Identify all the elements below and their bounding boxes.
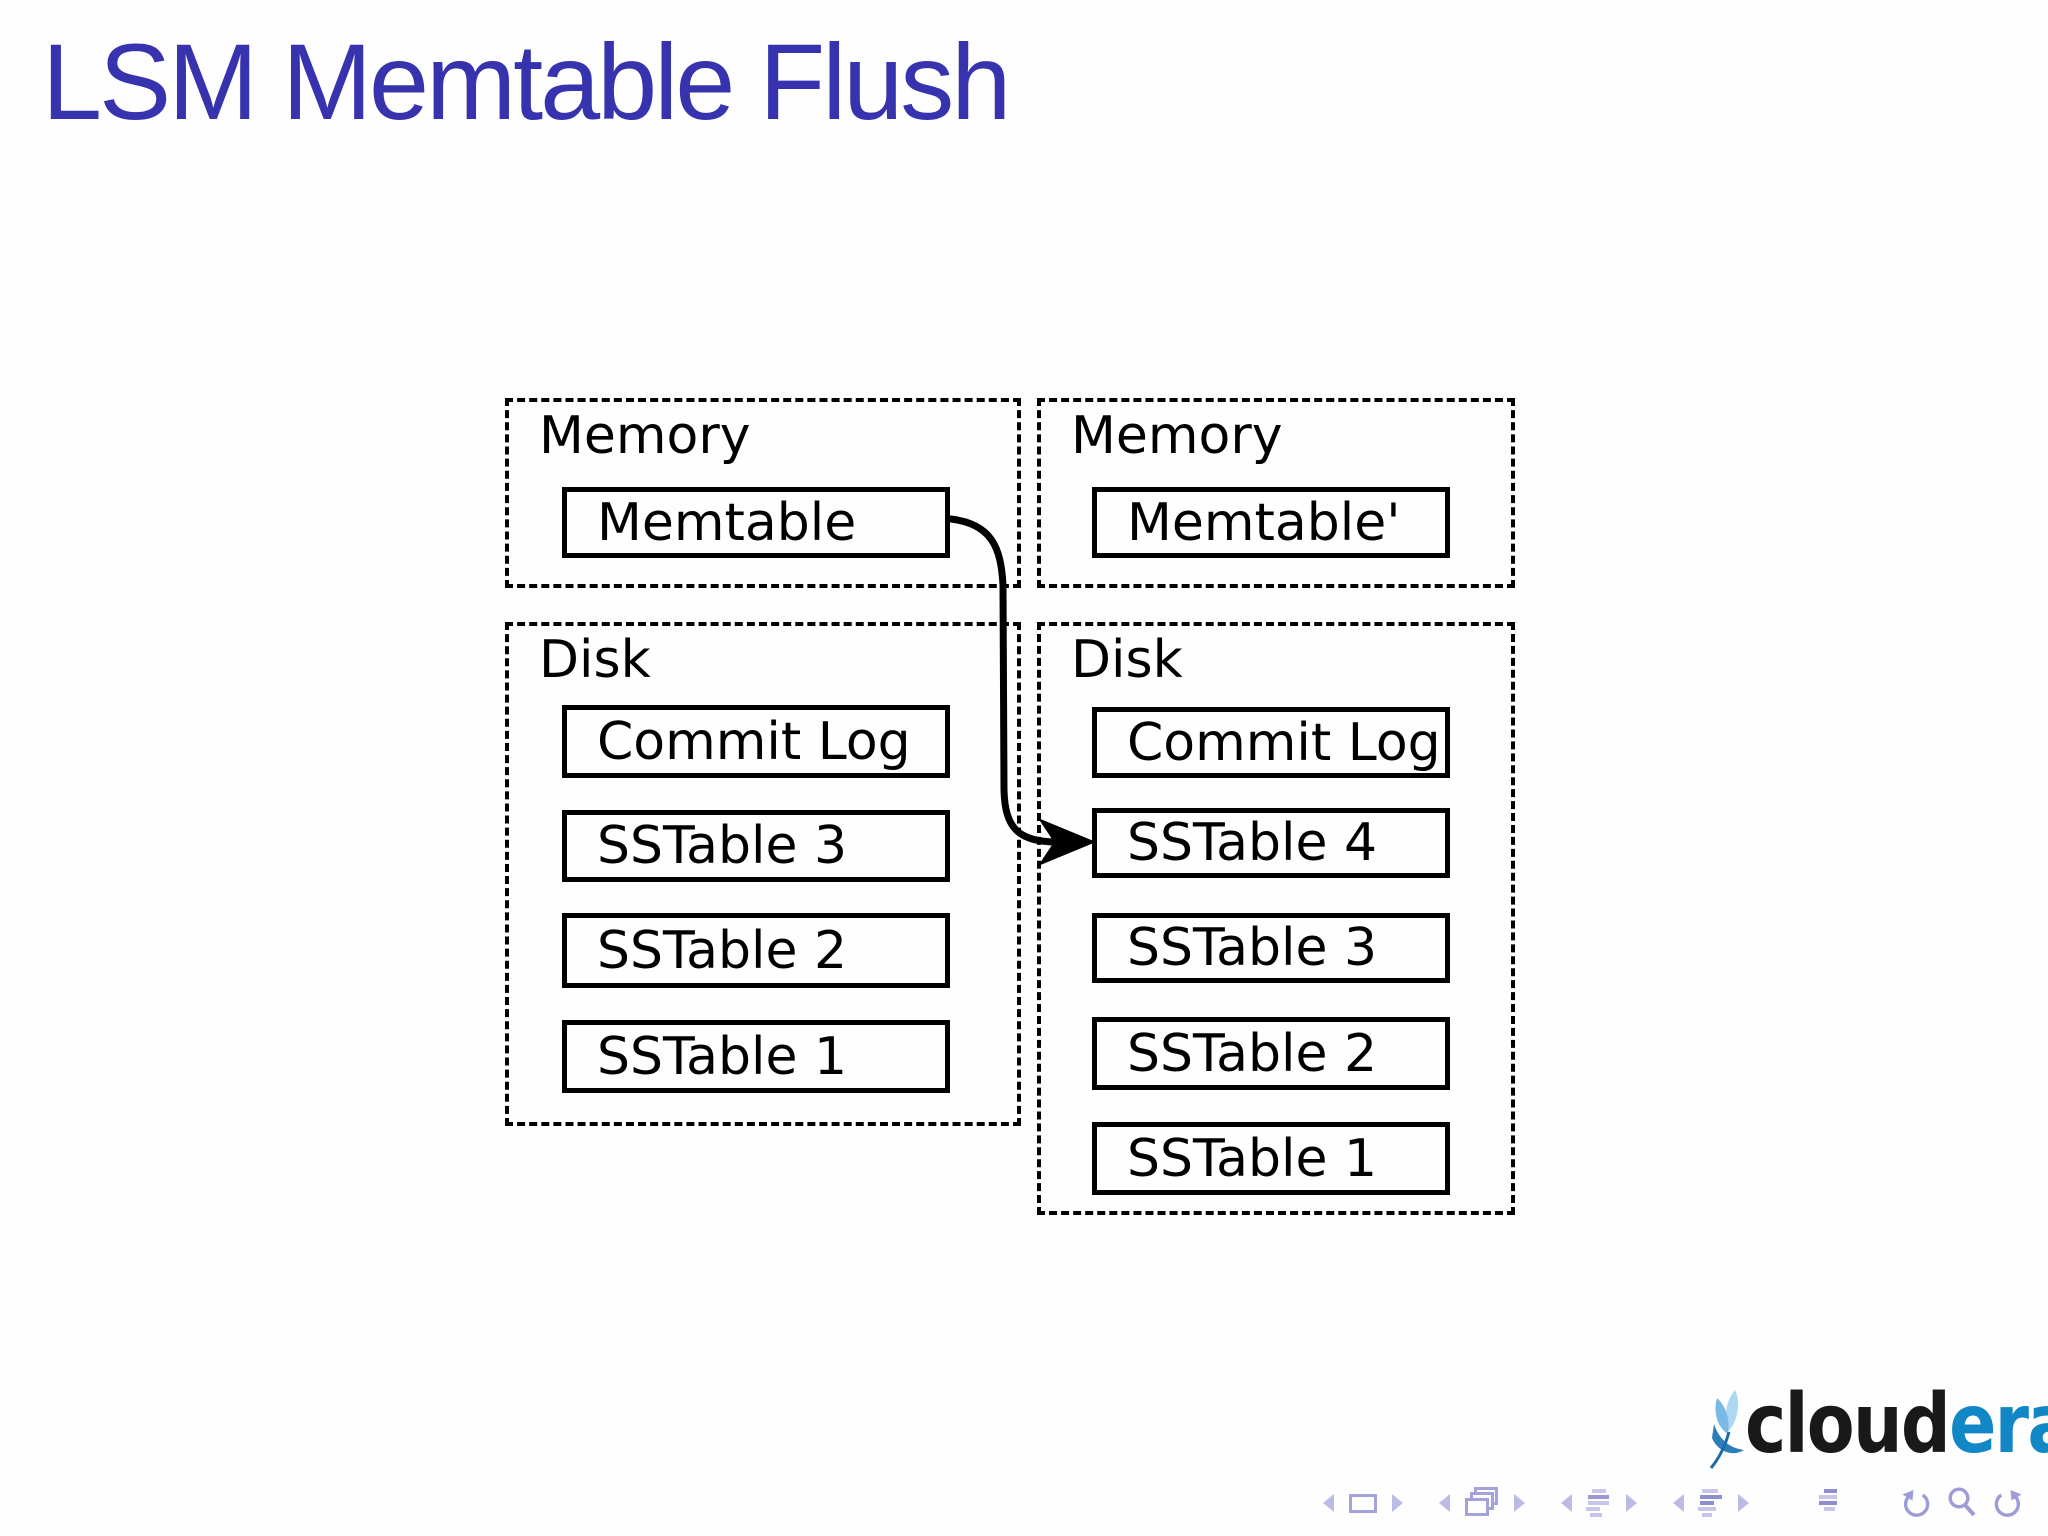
memory-panel-before-label: Memory [539, 406, 751, 466]
slide-frame-icon[interactable] [1348, 1491, 1378, 1515]
memory-panel-before: Memory Memtable [505, 398, 1021, 588]
memtable-prime-box-after: Memtable' [1092, 487, 1450, 558]
subsection-nav-group [1558, 1488, 1640, 1518]
memory-panel-after: Memory Memtable' [1037, 398, 1515, 588]
frame-stack-icon[interactable] [1464, 1487, 1500, 1519]
appendix-list-icon[interactable] [1816, 1488, 1842, 1518]
section-nav-group [1670, 1488, 1752, 1518]
sstable2-box-before: SSTable 2 [562, 913, 950, 988]
sstable1-box-before: SSTable 1 [562, 1020, 950, 1093]
history-nav-group [1898, 1485, 2026, 1521]
appendix-nav-group [1816, 1488, 1842, 1518]
history-back-icon[interactable] [1898, 1485, 1934, 1521]
search-icon[interactable] [1946, 1485, 1978, 1521]
disk-panel-before-label: Disk [539, 630, 651, 690]
disk-panel-after: Disk Commit Log' SSTable 4 SSTable 3 SST… [1037, 622, 1515, 1215]
cloudera-wordmark-cloud: cloud [1745, 1377, 1951, 1472]
cloudera-wordmark: cloudera [1745, 1384, 2048, 1466]
next-frame-arrow-icon[interactable] [1512, 1491, 1528, 1515]
beamer-navigation-bar [1320, 1485, 2026, 1521]
commit-log-box-before: Commit Log [562, 705, 950, 778]
prev-subsection-arrow-icon[interactable] [1558, 1491, 1574, 1515]
frame-nav-group [1436, 1487, 1528, 1519]
disk-panel-after-label: Disk [1071, 630, 1183, 690]
sstable3-box-after: SSTable 3 [1092, 913, 1450, 983]
sstable2-box-after: SSTable 2 [1092, 1017, 1450, 1090]
next-section-arrow-icon[interactable] [1736, 1491, 1752, 1515]
cloudera-leaf-icon [1709, 1390, 1744, 1469]
slide-nav-group [1320, 1491, 1406, 1515]
next-subsection-arrow-icon[interactable] [1624, 1491, 1640, 1515]
prev-frame-arrow-icon[interactable] [1436, 1491, 1452, 1515]
subsection-list-icon[interactable] [1586, 1488, 1612, 1518]
sstable4-box-after: SSTable 4 [1092, 808, 1450, 878]
next-slide-arrow-icon[interactable] [1390, 1491, 1406, 1515]
cloudera-wordmark-era: era [1949, 1377, 2048, 1472]
cloudera-logo: cloudera [1705, 1382, 2048, 1487]
sstable1-box-after: SSTable 1 [1092, 1122, 1450, 1195]
prev-slide-arrow-icon[interactable] [1320, 1491, 1336, 1515]
page-title: LSM Memtable Flush [42, 21, 1011, 142]
commit-log-prime-box-after: Commit Log' [1092, 707, 1455, 778]
memtable-box-before: Memtable [562, 487, 950, 558]
section-list-icon[interactable] [1698, 1488, 1724, 1518]
history-forward-icon[interactable] [1990, 1485, 2026, 1521]
sstable3-box-before: SSTable 3 [562, 810, 950, 882]
memory-panel-after-label: Memory [1071, 406, 1283, 466]
prev-section-arrow-icon[interactable] [1670, 1491, 1686, 1515]
disk-panel-before: Disk Commit Log SSTable 3 SSTable 2 SSTa… [505, 622, 1021, 1126]
